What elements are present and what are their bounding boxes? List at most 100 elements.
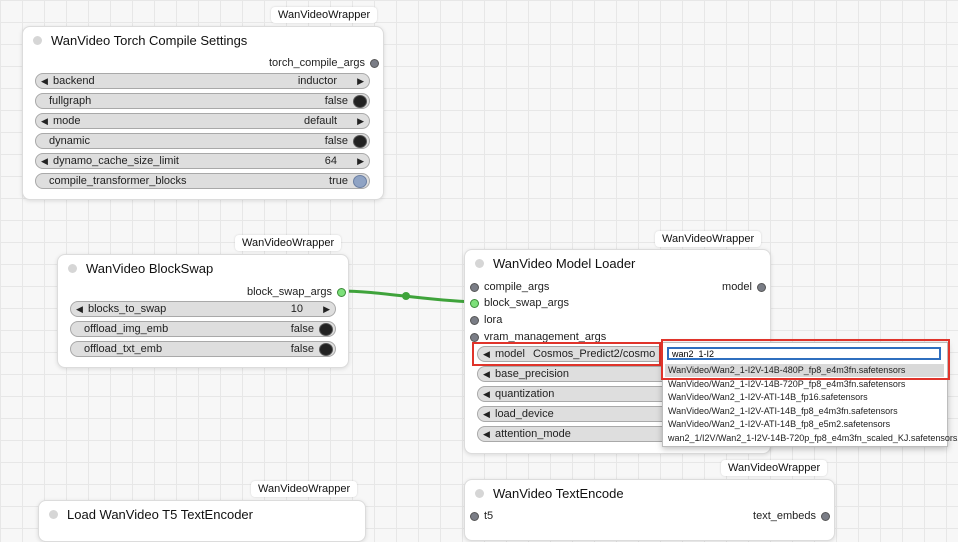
- node-wanvideo-textencode[interactable]: WanVideo TextEncode t5 text_embeds: [464, 479, 835, 541]
- widget-label: load_device: [495, 408, 554, 420]
- left-arrow-icon[interactable]: ◀: [483, 348, 490, 359]
- collapse-dot-icon[interactable]: [68, 263, 77, 273]
- node-wanvideo-blockswap[interactable]: WanVideo BlockSwap block_swap_args ◀ blo…: [57, 254, 349, 368]
- input-socket-icon[interactable]: [470, 282, 479, 292]
- widget-value: inductor: [297, 75, 337, 87]
- dropdown-option[interactable]: wan2_1/I2V/Wan2_1-I2V-14B-720p_fp8_e4m3f…: [668, 433, 958, 443]
- input-compile-args[interactable]: compile_args: [470, 281, 549, 293]
- right-arrow-icon[interactable]: ▶: [323, 303, 330, 314]
- dropdown-option[interactable]: WanVideo/Wan2_1-I2V-14B-480P_fp8_e4m3fn.…: [665, 364, 944, 377]
- widget-label: fullgraph: [49, 95, 92, 107]
- combo-backend[interactable]: ◀ backend inductor ▶: [35, 73, 370, 89]
- output-torch-compile-args[interactable]: torch_compile_args: [269, 57, 379, 69]
- combo-mode[interactable]: ◀ mode default ▶: [35, 113, 370, 129]
- input-block-swap-args[interactable]: block_swap_args: [470, 297, 569, 309]
- node-badge-t5: WanVideoWrapper: [251, 481, 358, 497]
- output-socket-icon[interactable]: [337, 287, 346, 297]
- node-header[interactable]: WanVideo TextEncode: [465, 480, 834, 506]
- left-arrow-icon[interactable]: ◀: [41, 155, 48, 166]
- number-dynamo-cache-size-limit[interactable]: ◀ dynamo_cache_size_limit 64 ▶: [35, 153, 370, 169]
- toggle-off-icon[interactable]: [319, 342, 333, 356]
- input-t5[interactable]: t5: [470, 510, 493, 522]
- model-dropdown-menu[interactable]: WanVideo/Wan2_1-I2V-14B-480P_fp8_e4m3fn.…: [662, 342, 958, 447]
- node-load-t5-textencoder[interactable]: Load WanVideo T5 TextEncoder: [38, 500, 366, 542]
- input-vram-management-args[interactable]: vram_management_args: [470, 331, 606, 343]
- input-label: block_swap_args: [484, 297, 569, 309]
- widget-label: blocks_to_swap: [88, 303, 167, 315]
- widget-label: quantization: [495, 388, 555, 400]
- input-socket-icon[interactable]: [470, 332, 479, 342]
- node-title: Load WanVideo T5 TextEncoder: [67, 506, 253, 522]
- dropdown-option[interactable]: WanVideo/Wan2_1-I2V-ATI-14B_fp8_e4m3fn.s…: [668, 406, 898, 416]
- widget-value: false: [324, 135, 348, 147]
- left-arrow-icon[interactable]: ◀: [483, 388, 490, 399]
- output-label: block_swap_args: [247, 286, 332, 298]
- output-socket-icon[interactable]: [821, 511, 830, 521]
- toggle-offload-txt-emb[interactable]: offload_txt_emb false: [70, 341, 336, 357]
- widget-label: offload_img_emb: [84, 323, 169, 335]
- left-arrow-icon[interactable]: ◀: [76, 303, 83, 314]
- output-model[interactable]: model: [722, 281, 766, 293]
- collapse-dot-icon[interactable]: [475, 258, 484, 268]
- widget-label: base_precision: [495, 368, 569, 380]
- collapse-dot-icon[interactable]: [475, 488, 484, 498]
- model-search-input[interactable]: [667, 347, 941, 360]
- widget-value: true: [329, 175, 348, 187]
- toggle-off-icon[interactable]: [353, 134, 367, 148]
- left-arrow-icon[interactable]: ◀: [483, 368, 490, 379]
- widget-label: attention_mode: [495, 428, 571, 440]
- combo-load-device[interactable]: ◀ load_device: [477, 406, 677, 422]
- node-header[interactable]: Load WanVideo T5 TextEncoder: [39, 501, 365, 527]
- toggle-offload-img-emb[interactable]: offload_img_emb false: [70, 321, 336, 337]
- node-title: WanVideo Torch Compile Settings: [51, 32, 248, 48]
- dropdown-option[interactable]: WanVideo/Wan2_1-I2V-14B-720P_fp8_e4m3fn.…: [668, 379, 906, 389]
- combo-quantization[interactable]: ◀ quantization: [477, 386, 677, 402]
- right-arrow-icon[interactable]: ▶: [357, 75, 364, 86]
- widget-value: 10: [290, 303, 303, 315]
- input-socket-icon[interactable]: [470, 511, 479, 521]
- input-socket-icon[interactable]: [470, 315, 479, 325]
- input-label: lora: [484, 314, 503, 326]
- output-block-swap-args[interactable]: block_swap_args: [247, 286, 346, 298]
- number-blocks-to-swap[interactable]: ◀ blocks_to_swap 10 ▶: [70, 301, 336, 317]
- node-title: WanVideo BlockSwap: [86, 260, 214, 276]
- highlight-box-dropdown: [661, 339, 950, 380]
- left-arrow-icon[interactable]: ◀: [41, 75, 48, 86]
- toggle-off-icon[interactable]: [319, 322, 333, 336]
- combo-base-precision[interactable]: ◀ base_precision: [477, 366, 677, 382]
- collapse-dot-icon[interactable]: [49, 509, 58, 519]
- right-arrow-icon[interactable]: ▶: [357, 115, 364, 126]
- widget-value: Cosmos_Predict2/cosmo: [532, 348, 656, 360]
- combo-attention-mode[interactable]: ◀ attention_mode: [477, 426, 677, 442]
- link-midpoint-dot[interactable]: [402, 292, 410, 300]
- node-badge-torch: WanVideoWrapper: [271, 7, 378, 23]
- toggle-off-icon[interactable]: [353, 94, 367, 108]
- input-lora[interactable]: lora: [470, 314, 502, 326]
- collapse-dot-icon[interactable]: [33, 35, 42, 45]
- left-arrow-icon[interactable]: ◀: [41, 115, 48, 126]
- toggle-on-icon[interactable]: [353, 174, 367, 188]
- right-arrow-icon[interactable]: ▶: [357, 155, 364, 166]
- left-arrow-icon[interactable]: ◀: [483, 428, 490, 439]
- combo-model[interactable]: ◀ model Cosmos_Predict2/cosmo: [477, 346, 677, 362]
- node-title: WanVideo TextEncode: [493, 485, 624, 501]
- toggle-fullgraph[interactable]: fullgraph false: [35, 93, 370, 109]
- node-header[interactable]: WanVideo BlockSwap: [58, 255, 348, 281]
- node-badge-loader: WanVideoWrapper: [655, 231, 762, 247]
- widget-label: model: [495, 348, 525, 360]
- left-arrow-icon[interactable]: ◀: [483, 408, 490, 419]
- block-swap-link[interactable]: [339, 289, 475, 304]
- toggle-dynamic[interactable]: dynamic false: [35, 133, 370, 149]
- dropdown-option[interactable]: WanVideo/Wan2_1-I2V-ATI-14B_fp16.safeten…: [668, 392, 868, 402]
- widget-label: dynamic: [49, 135, 90, 147]
- node-torch-compile-settings[interactable]: WanVideo Torch Compile Settings torch_co…: [22, 26, 384, 200]
- output-label: torch_compile_args: [269, 57, 365, 69]
- dropdown-option[interactable]: WanVideo/Wan2_1-I2V-ATI-14B_fp8_e5m2.saf…: [668, 419, 891, 429]
- output-socket-icon[interactable]: [370, 58, 379, 68]
- input-socket-icon[interactable]: [470, 298, 479, 308]
- output-socket-icon[interactable]: [757, 282, 766, 292]
- toggle-compile-transformer-blocks[interactable]: compile_transformer_blocks true: [35, 173, 370, 189]
- output-text-embeds[interactable]: text_embeds: [753, 510, 830, 522]
- node-header[interactable]: WanVideo Model Loader: [465, 250, 770, 276]
- node-header[interactable]: WanVideo Torch Compile Settings: [23, 27, 383, 53]
